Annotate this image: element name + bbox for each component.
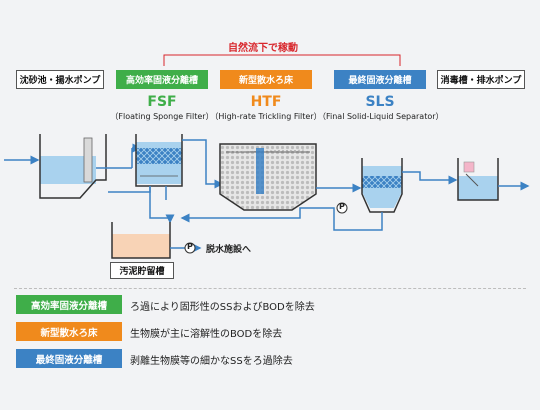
grit-chamber (39, 134, 142, 199)
fsf-abbrev: FSF (147, 94, 177, 110)
sls-full-name: （Final Solid-Liquid Separator） (318, 112, 444, 121)
legend-fsf-text: ろ過により固形性のSSおよびBODを除去 (130, 302, 315, 313)
legend-sls-text: 剥離生物膜等の細かなSSをろ過除去 (130, 356, 293, 367)
sludge-tank-label: 汚泥貯留槽 (110, 262, 174, 279)
disinfection-tank (457, 158, 499, 201)
sludge-tank (111, 222, 171, 259)
disinfection-box: 消毒槽・排水ポンプ (437, 70, 525, 89)
gravity-flow-label: 自然流下で稼動 (228, 43, 298, 54)
fsf-full-name: （Floating Sponge Filter） (110, 112, 214, 121)
htf-abbrev: HTF (250, 94, 282, 110)
htf-box: 新型散水ろ床 (220, 70, 312, 89)
fsf-tank (135, 134, 183, 187)
sls-abbrev: SLS (365, 94, 395, 110)
sls-box: 最終固液分離槽 (334, 70, 426, 89)
pump-label-sludge: P (187, 242, 193, 251)
legend-fsf-label: 高効率固液分離槽 (16, 295, 122, 314)
legend-htf-label: 新型散水ろ床 (16, 322, 122, 341)
divider (14, 288, 526, 289)
pump-symbol-sludge (184, 242, 196, 254)
dewatering-label: 脱水施設へ (206, 245, 252, 255)
pump-symbol-return (336, 202, 348, 214)
grit-chamber-box: 沈砂池・揚水ポンプ (16, 70, 104, 89)
legend-sls-label: 最終固液分離槽 (16, 349, 122, 368)
pump-label-return: P (339, 202, 345, 211)
fsf-box: 高効率固液分離槽 (116, 70, 208, 89)
sls-tank (361, 158, 403, 213)
htf-filter (219, 143, 317, 211)
htf-full-name: （High-rate Trickling Filter） (210, 112, 322, 121)
legend-htf-text: 生物膜が主に溶解性のBODを除去 (130, 329, 283, 340)
